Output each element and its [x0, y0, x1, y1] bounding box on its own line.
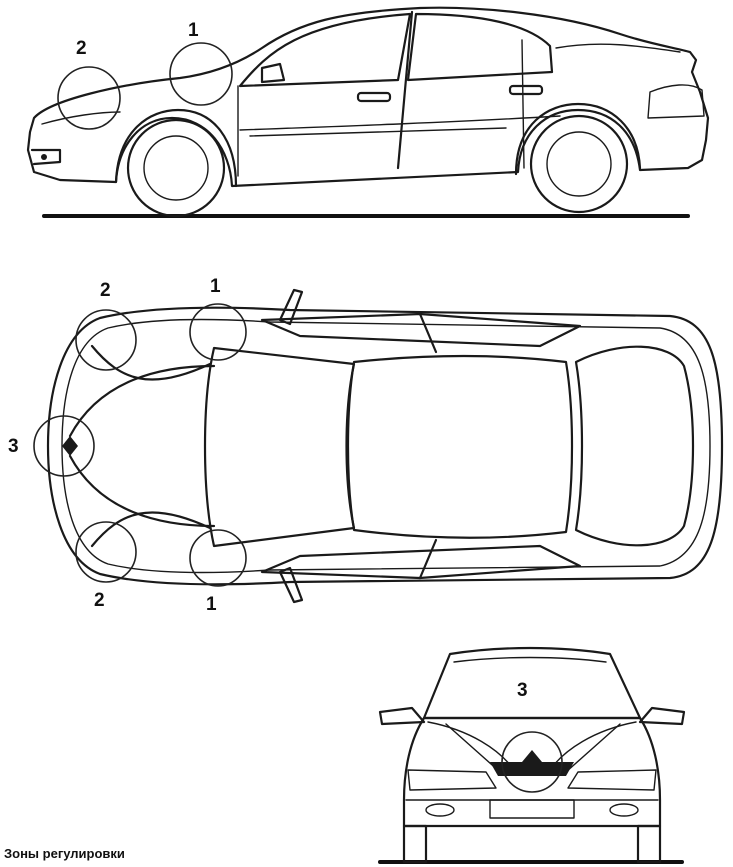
caption: Зоны регулировки — [4, 846, 125, 861]
front-wheel-rim — [143, 135, 209, 201]
upper-b-pillar — [418, 312, 438, 354]
side-crease — [239, 115, 561, 131]
front-left-fog-lamp — [425, 803, 455, 817]
hood-crease-upper — [68, 364, 216, 438]
lower-side-windows — [260, 544, 582, 580]
rear-window — [574, 345, 695, 547]
zone-circle-emblem — [33, 415, 95, 477]
rear-door-handle — [508, 84, 544, 96]
zone-number-front-windshield: 3 — [517, 680, 528, 701]
emblem-icon — [62, 436, 78, 456]
top-body-outline — [46, 306, 724, 586]
zone-number-emblem: 3 — [8, 436, 19, 457]
zone-circle-lower-headlamp — [75, 521, 137, 583]
hood-crease-lower — [68, 454, 216, 528]
zone-number-upper-headlamp: 2 — [100, 280, 111, 301]
front-right-headlamp — [567, 769, 657, 791]
front-left-headlamp — [407, 769, 497, 791]
fog-lamp — [30, 148, 62, 166]
rear-window-line — [555, 43, 681, 53]
rear-side-window — [406, 12, 554, 82]
front-side-window — [238, 12, 412, 88]
front-windshield — [422, 646, 642, 720]
zone-number-headlamp: 2 — [76, 38, 87, 59]
upper-side-windows — [260, 312, 582, 348]
rear-wheel-rim — [546, 131, 612, 197]
zone-number-lower-headlamp: 2 — [94, 590, 105, 611]
zone-circle-headlamp — [57, 66, 121, 130]
front-emblem-icon — [522, 750, 542, 774]
lower-mirror — [278, 566, 304, 604]
lower-b-pillar — [418, 538, 438, 580]
zone-number-windshield-corner: 1 — [188, 20, 199, 41]
front-wheel-arch — [114, 108, 238, 188]
front-right-fog-lamp — [609, 803, 639, 817]
zone-circle-lower-windshield — [189, 529, 247, 587]
car-front-view: 3 — [378, 646, 686, 864]
tail-lamp — [647, 84, 705, 119]
rear-wheel — [529, 114, 629, 214]
roof — [346, 354, 574, 539]
zone-number-lower-windshield: 1 — [206, 594, 217, 615]
front-wheel — [126, 118, 226, 218]
windshield — [203, 346, 356, 548]
zone-circle-upper-headlamp — [75, 309, 137, 371]
rear-door-edge — [521, 39, 525, 169]
headlamp-line — [41, 111, 121, 125]
zone-number-upper-windshield: 1 — [210, 276, 221, 297]
b-pillar — [396, 10, 414, 170]
front-left-tire — [402, 824, 428, 864]
zone-circle-upper-windshield — [189, 303, 247, 361]
front-right-tire — [636, 824, 662, 864]
front-right-mirror — [638, 706, 686, 726]
side-mirror — [260, 62, 286, 84]
car-side-view: 1 2 — [26, 6, 710, 218]
front-hood-crease — [445, 723, 621, 773]
front-emblem-circle — [501, 731, 563, 793]
rear-wheel-arch — [514, 102, 642, 176]
zone-circle-windshield-corner — [169, 42, 233, 106]
top-body-inner — [61, 318, 711, 574]
side-molding — [249, 127, 507, 137]
front-left-mirror — [378, 706, 426, 726]
fog-lamp-dot — [41, 154, 47, 160]
upper-mirror — [278, 288, 304, 326]
car-top-view: 1 2 3 1 2 — [8, 276, 724, 615]
side-body-outline — [26, 6, 710, 188]
license-plate — [489, 799, 575, 819]
front-door-handle — [356, 91, 392, 103]
roof-line — [453, 656, 607, 663]
